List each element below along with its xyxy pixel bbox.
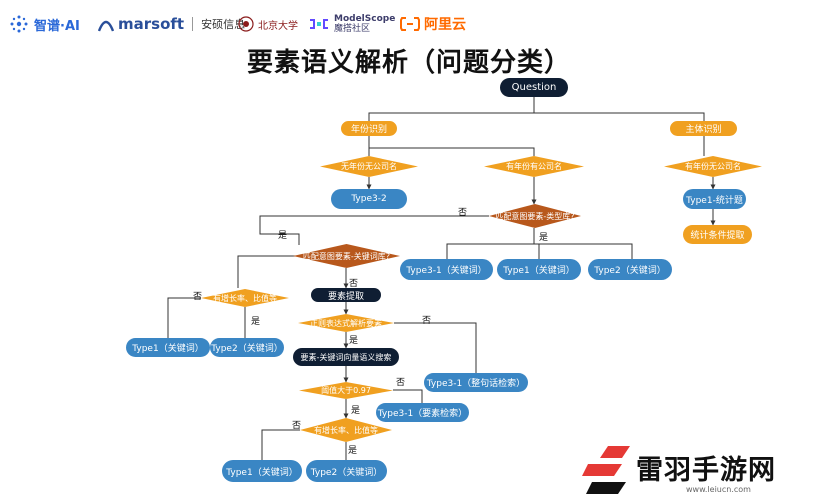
watermark-logo-icon (582, 446, 630, 494)
type3-1-keyword-node: Type3-1（关键词） (400, 259, 493, 280)
match-element-type-lib-decision: 匹配意图要素-类型库? (489, 204, 581, 228)
growth-ratio-decision-b: 有增长率、比值等 (300, 418, 392, 442)
edge-label-no: 否 (292, 421, 302, 431)
edge-label-yes: 是 (349, 336, 359, 346)
marsoft-logo: marsoft 安硕信息 (98, 14, 245, 34)
watermark: 雷羽手游网 www.leiucn.com (578, 440, 818, 500)
decision-label: 有年份无公司名 (685, 162, 741, 171)
edge-label-yes: 是 (278, 231, 288, 241)
line-growth-b-branches (261, 429, 347, 460)
line-growth-a-branches (167, 297, 246, 338)
type1-keyword-node: Type1（关键词） (222, 460, 302, 482)
stat-condition-extract-node: 统计条件提取 (683, 225, 752, 244)
decision-label: 有年份有公司名 (506, 162, 562, 171)
decision-label: 匹配意图要素-关键词库? (302, 251, 391, 261)
modelscope-logo: ModelScope 魔搭社区 (308, 14, 395, 34)
line-threshold-no (393, 389, 423, 403)
edge-label-no: 否 (422, 316, 432, 326)
page-title: 要素语义解析（问题分类） (246, 48, 571, 78)
element-keyword-vector-search-node: 要素-关键词向量语义搜索 (293, 348, 399, 366)
zhipu-logo-text: 智谱·AI (34, 18, 80, 34)
modelscope-logo-icon (310, 19, 328, 29)
decision-label: 阈值大于0.97 (321, 386, 371, 395)
decision-label: 有增长率、比值等 (213, 293, 277, 303)
type3-1-element-search-node: Type3-1（要素检索） (376, 403, 469, 422)
edge-label-yes: 是 (351, 406, 361, 416)
aliyun-logo: 阿里云 (400, 14, 466, 34)
aliyun-logo-icon (400, 17, 420, 31)
zhipu-logo: 智谱·AI (8, 14, 80, 34)
year-company-decision: 有年份有公司名 (484, 156, 584, 177)
marsoft-logo-text: marsoft (118, 15, 185, 33)
decision-label: 匹配意图要素-类型库? (495, 211, 575, 221)
watermark-url: www.leiucn.com (686, 485, 751, 494)
no-year-no-company-decision: 无年份无公司名 (320, 156, 418, 177)
marsoft-logo-cn: 安硕信息 (201, 18, 246, 31)
type3-1-sentence-search-node: Type3-1（整句话检索） (424, 373, 528, 392)
pku-logo-text: 北京大学 (258, 20, 298, 32)
type3-2-node: Type3-2 (331, 189, 407, 209)
subject-recognition-node: 主体识别 (670, 121, 737, 136)
aliyun-logo-text: 阿里云 (424, 17, 466, 33)
line-year-to-diamonds (368, 136, 535, 156)
decision-label: 有增长率、比值等 (314, 425, 378, 435)
year-recognition-node: 年份识别 (341, 121, 397, 136)
line-d-type-lib-yes (446, 228, 633, 259)
threshold-decision: 阈值大于0.97 (299, 382, 393, 399)
line-d-keyword-lib-yes (237, 255, 299, 288)
edge-label-no: 否 (349, 279, 359, 289)
pku-logo: 北京大学 (238, 14, 298, 34)
logo-separator (192, 17, 194, 31)
pku-seal-icon (238, 16, 254, 32)
line-question-to-branches (368, 97, 705, 121)
edge-label-no: 否 (396, 378, 406, 388)
type2-keyword-node: Type2（关键词） (210, 338, 284, 357)
type2-keyword-node: Type2（关键词） (588, 259, 672, 280)
edge-label-no: 否 (458, 208, 468, 218)
line-d-type-lib-no (259, 215, 489, 245)
decision-label: 正则表达式解析要素 (310, 318, 382, 328)
modelscope-logo-en: ModelScope (334, 14, 396, 24)
edge-label-yes: 是 (251, 317, 261, 327)
decision-label: 无年份无公司名 (341, 162, 397, 171)
watermark-brand: 雷羽手游网 (636, 455, 776, 486)
modelscope-logo-cn: 魔搭社区 (334, 24, 371, 34)
edge-label-yes: 是 (348, 446, 358, 456)
marsoft-logo-icon (98, 20, 114, 32)
edge-label-yes: 是 (539, 233, 549, 243)
type2-keyword-node: Type2（关键词） (306, 460, 387, 482)
question-node: Question (500, 78, 568, 97)
type1-keyword-node: Type1（关键词） (497, 259, 581, 280)
element-extract-node: 要素提取 (311, 288, 381, 302)
match-element-keyword-lib-decision: 匹配意图要素-关键词库? (293, 244, 400, 268)
type1-keyword-node: Type1（关键词） (126, 338, 210, 357)
type1-stats-node: Type1-统计题 (683, 189, 746, 209)
growth-ratio-decision-a: 有增长率、比值等 (201, 289, 289, 307)
logo-bar: 智谱·AI marsoft 安硕信息 北京大学 (0, 0, 818, 44)
regex-parse-decision: 正则表达式解析要素 (298, 314, 394, 332)
zhipu-logo-icon (10, 15, 28, 33)
year-no-company-decision: 有年份无公司名 (664, 156, 762, 177)
line-regex-no (394, 322, 477, 373)
edge-label-no: 否 (193, 292, 203, 302)
